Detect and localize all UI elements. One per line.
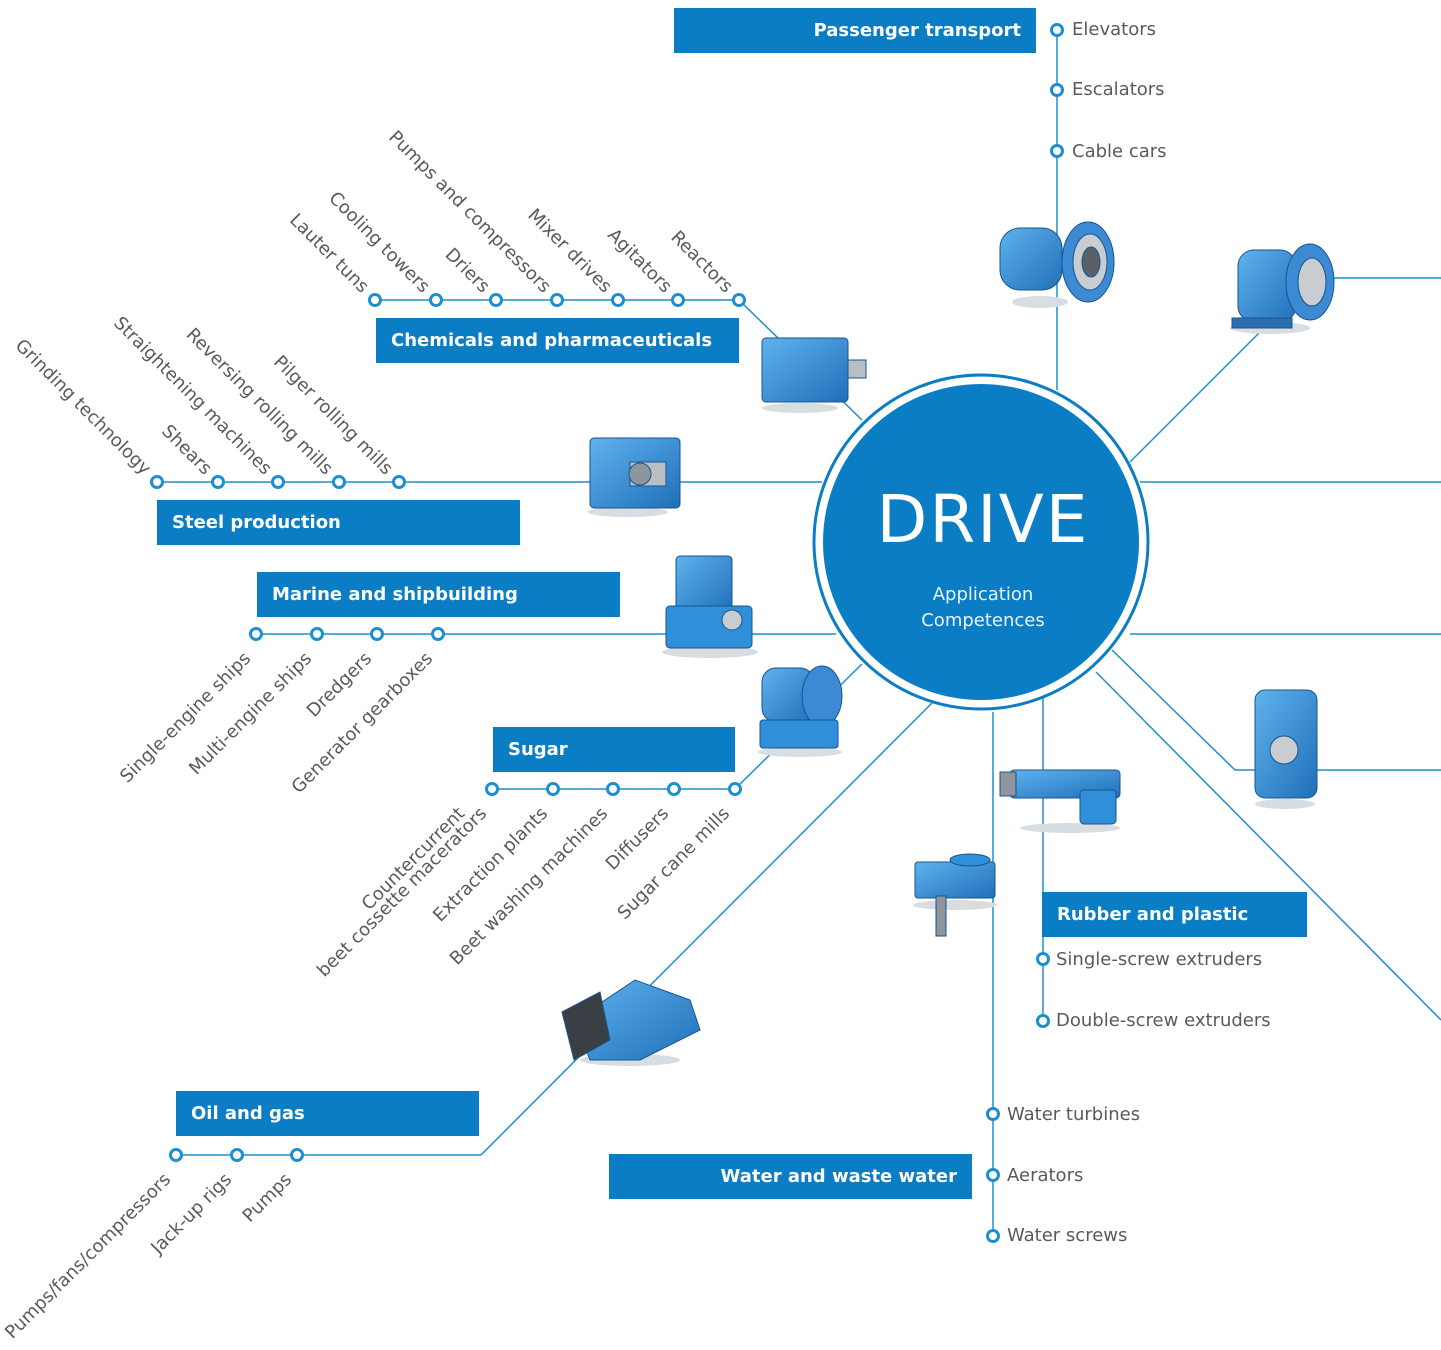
turbine-gearbox-image bbox=[1230, 243, 1335, 334]
gear-unit-illustrations bbox=[561, 221, 1335, 1066]
bevel-helical-gearbox-image bbox=[588, 437, 681, 517]
node-markers bbox=[150, 23, 1064, 1243]
category-rubber-plastic[interactable]: Rubber and plastic bbox=[1042, 892, 1307, 937]
item-aerators[interactable]: Aerators bbox=[1007, 1165, 1084, 1186]
category-water[interactable]: Water and waste water bbox=[609, 1154, 972, 1199]
hub-title: DRIVE bbox=[876, 481, 1090, 558]
item-escalators[interactable]: Escalators bbox=[1072, 79, 1165, 100]
vertical-gearbox-image bbox=[1254, 689, 1318, 809]
planetary-gearbox-image bbox=[999, 221, 1115, 308]
category-sugar[interactable]: Sugar bbox=[493, 727, 735, 772]
sugar-planetary-image bbox=[758, 665, 843, 757]
hub-subtitle: Application Competences bbox=[835, 582, 1131, 634]
category-passenger-transport[interactable]: Passenger transport bbox=[674, 8, 1036, 53]
category-oil-gas[interactable]: Oil and gas bbox=[176, 1091, 479, 1136]
hub-subtitle-line1: Application bbox=[932, 584, 1034, 605]
item-elevators[interactable]: Elevators bbox=[1072, 19, 1156, 40]
item-water-screws[interactable]: Water screws bbox=[1007, 1225, 1128, 1246]
category-chemicals[interactable]: Chemicals and pharmaceuticals bbox=[376, 318, 739, 363]
category-marine[interactable]: Marine and shipbuilding bbox=[257, 572, 620, 617]
hub-circle bbox=[812, 373, 1150, 711]
extruder-gearbox-image bbox=[999, 769, 1121, 833]
hub-subtitle-line2: Competences bbox=[921, 610, 1045, 631]
category-steel-production[interactable]: Steel production bbox=[157, 500, 520, 545]
item-double-screw-extruders[interactable]: Double-screw extruders bbox=[1056, 1010, 1271, 1031]
item-cable-cars[interactable]: Cable cars bbox=[1072, 141, 1167, 162]
oil-gas-drive-image bbox=[561, 979, 701, 1066]
helical-gearbox-image bbox=[761, 337, 867, 413]
aerator-gearbox-image bbox=[913, 853, 997, 937]
item-water-turbines[interactable]: Water turbines bbox=[1007, 1104, 1141, 1125]
item-single-screw-extruders[interactable]: Single-screw extruders bbox=[1056, 949, 1263, 970]
marine-gearbox-image bbox=[662, 555, 758, 658]
